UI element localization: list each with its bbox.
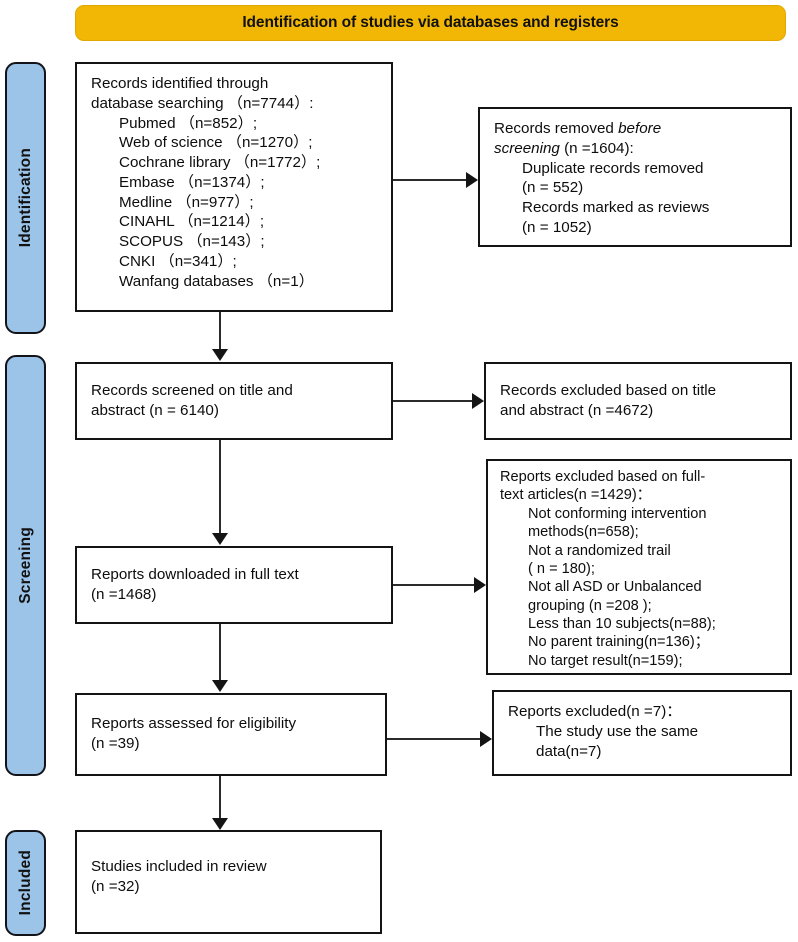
connector-downloaded-to-assessed <box>219 624 222 681</box>
connector-screened-to-downloaded <box>219 440 222 534</box>
arrowhead-downloaded-to-excluded-fulltext <box>474 577 486 593</box>
stage-bar-identification: Identification <box>5 62 46 334</box>
box-reports-assessed: Reports assessed for eligibility (n =39) <box>75 693 387 776</box>
connector-screened-to-excluded-title <box>393 400 473 403</box>
connector-assessed-to-excluded-same-data <box>387 738 481 741</box>
box-studies-included-text: Studies included in review (n =32) <box>91 858 267 895</box>
box-records-excluded-title-abstract: Records excluded based on title and abst… <box>484 362 792 440</box>
box-records-excluded-title-abstract-text: Records excluded based on title and abst… <box>500 382 717 419</box>
box-records-screened: Records screened on title and abstract (… <box>75 362 393 440</box>
box-reports-excluded-fulltext-text: Reports excluded based on full- text art… <box>500 469 716 669</box>
stage-label-screening: Screening <box>16 527 34 604</box>
arrowhead-assessed-to-excluded-same-data <box>480 731 492 747</box>
diagram-banner: Identification of studies via databases … <box>75 5 786 41</box>
box-records-identified-text: Records identified through database sear… <box>91 75 321 290</box>
stage-label-identification: Identification <box>16 148 34 248</box>
box-reports-excluded-same-data: Reports excluded(n =7)： The study use th… <box>492 690 792 776</box>
arrowhead-downloaded-to-assessed <box>212 680 228 692</box>
box-reports-excluded-same-data-text: Reports excluded(n =7)： The study use th… <box>508 703 699 760</box>
connector-identified-to-screened <box>219 312 222 352</box>
stage-bar-screening: Screening <box>5 355 46 776</box>
box-records-removed: Records removed before screening (n =160… <box>478 107 792 247</box>
box-records-removed-text: Records removed before screening (n =160… <box>494 120 710 236</box>
box-records-screened-text: Records screened on title and abstract (… <box>91 382 293 419</box>
box-reports-excluded-fulltext: Reports excluded based on full- text art… <box>486 459 792 675</box>
arrowhead-assessed-to-included <box>212 818 228 830</box>
connector-downloaded-to-excluded-fulltext <box>393 584 475 587</box>
connector-identified-to-removed <box>393 179 467 182</box>
box-reports-downloaded: Reports downloaded in full text (n =1468… <box>75 546 393 624</box>
connector-assessed-to-included <box>219 776 222 819</box>
stage-label-included: Included <box>16 850 34 916</box>
arrowhead-identified-to-screened <box>212 349 228 361</box>
arrowhead-screened-to-excluded-title <box>472 393 484 409</box>
box-records-identified: Records identified through database sear… <box>75 62 393 312</box>
box-studies-included: Studies included in review (n =32) <box>75 830 382 934</box>
banner-title: Identification of studies via databases … <box>242 14 619 31</box>
arrowhead-identified-to-removed <box>466 172 478 188</box>
box-reports-downloaded-text: Reports downloaded in full text (n =1468… <box>91 566 299 603</box>
box-reports-assessed-text: Reports assessed for eligibility (n =39) <box>91 715 297 752</box>
arrowhead-screened-to-downloaded <box>212 533 228 545</box>
stage-bar-included: Included <box>5 830 46 936</box>
